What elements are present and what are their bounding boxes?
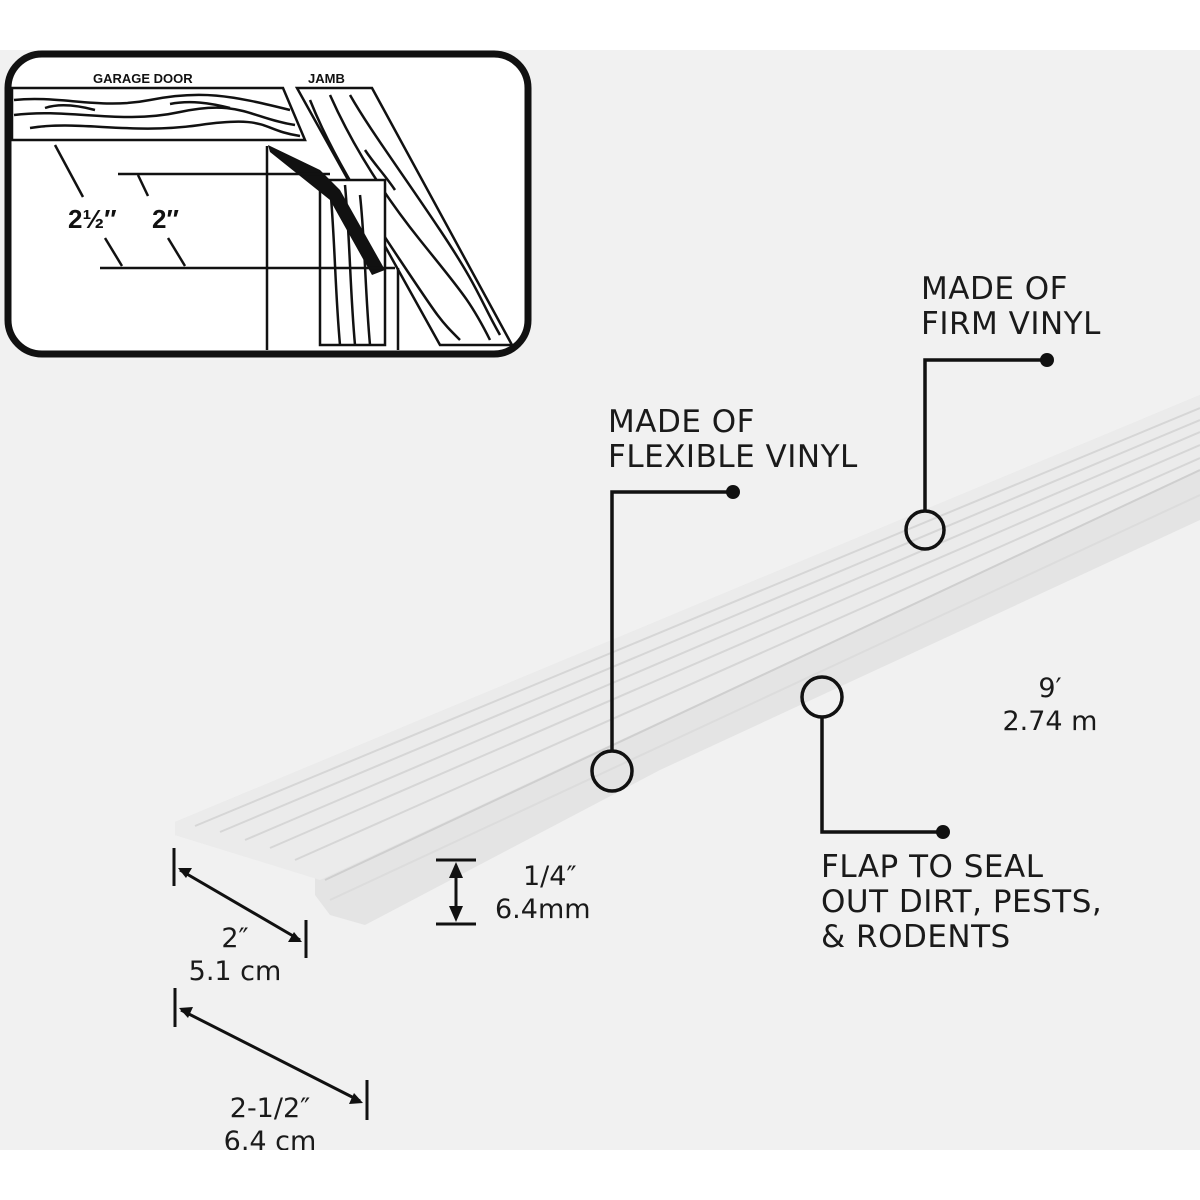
callout-firm-vinyl: MADE OF FIRM VINYL	[921, 272, 1101, 342]
dim-metric: 6.4mm	[495, 894, 591, 925]
callout-line: OUT DIRT, PESTS,	[821, 884, 1103, 920]
callout-flexible-vinyl: MADE OF FLEXIBLE VINYL	[608, 405, 858, 475]
height-dimension: 1/4″ 6.4mm	[495, 860, 591, 926]
callout-line: FIRM VINYL	[921, 306, 1101, 342]
callout-line: & RODENTS	[821, 919, 1011, 955]
dim-metric: 5.1 cm	[188, 956, 282, 987]
jamb-label: JAMB	[308, 71, 345, 86]
callout-line: MADE OF	[921, 271, 1068, 307]
dim-imperial: 2-1/2″	[229, 1093, 311, 1124]
inset-dim-inner: 2″	[152, 204, 179, 234]
callout-line: MADE OF	[608, 404, 755, 440]
dim-metric: 2.74 m	[1002, 706, 1098, 737]
dim-imperial: 2″	[221, 923, 249, 954]
dim-imperial: 1/4″	[523, 861, 577, 892]
callout-line: FLEXIBLE VINYL	[608, 439, 858, 475]
dimension-marks	[172, 848, 476, 1120]
bottom-band	[0, 1150, 1200, 1200]
garage-door-illustration	[10, 86, 307, 142]
total-width-dimension: 2-1/2″ 6.4 cm	[200, 1092, 340, 1158]
inset-dim-outer: 2½″	[68, 204, 117, 234]
callout-lines	[590, 358, 1047, 834]
callout-line: FLAP TO SEAL	[821, 849, 1044, 885]
dim-imperial: 9′	[1038, 673, 1062, 704]
callout-flap: FLAP TO SEAL OUT DIRT, PESTS, & RODENTS	[821, 850, 1102, 955]
jamb-illustration	[294, 86, 515, 347]
flap-width-dimension: 2″ 5.1 cm	[175, 922, 295, 988]
length-dimension: 9′ 2.74 m	[990, 672, 1110, 738]
installation-inset: GARAGE DOOR JAMB 2½″ 2″	[4, 50, 532, 358]
seal-profile	[268, 145, 385, 275]
inset-dimension-lines	[53, 144, 400, 350]
garage-door-label: GARAGE DOOR	[93, 71, 193, 86]
